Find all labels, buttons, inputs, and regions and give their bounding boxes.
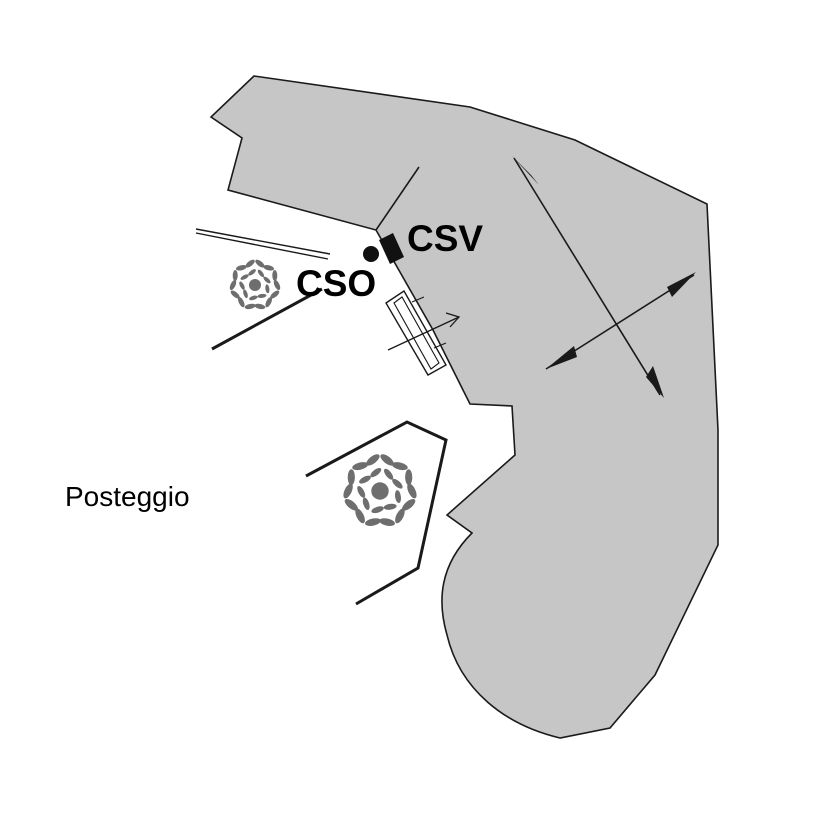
boundary-line bbox=[375, 166, 420, 231]
road-edge-upper bbox=[195, 228, 331, 255]
tree-cluster-icon bbox=[343, 454, 417, 526]
parking-label: Posteggio bbox=[65, 481, 190, 512]
cso-label: CSO bbox=[296, 263, 376, 304]
road-edge-lower bbox=[195, 232, 329, 260]
csv-marker-icon bbox=[379, 233, 404, 264]
csv-label: CSV bbox=[407, 218, 483, 259]
cso-point-icon bbox=[363, 246, 379, 262]
gray-area bbox=[209, 75, 719, 739]
parking-boundary bbox=[305, 420, 448, 606]
runway-cross-icon bbox=[511, 155, 696, 398]
road-edge-bold bbox=[211, 287, 323, 351]
tree-cluster-icon bbox=[229, 259, 281, 310]
entrance-arrow-icon bbox=[385, 290, 461, 376]
